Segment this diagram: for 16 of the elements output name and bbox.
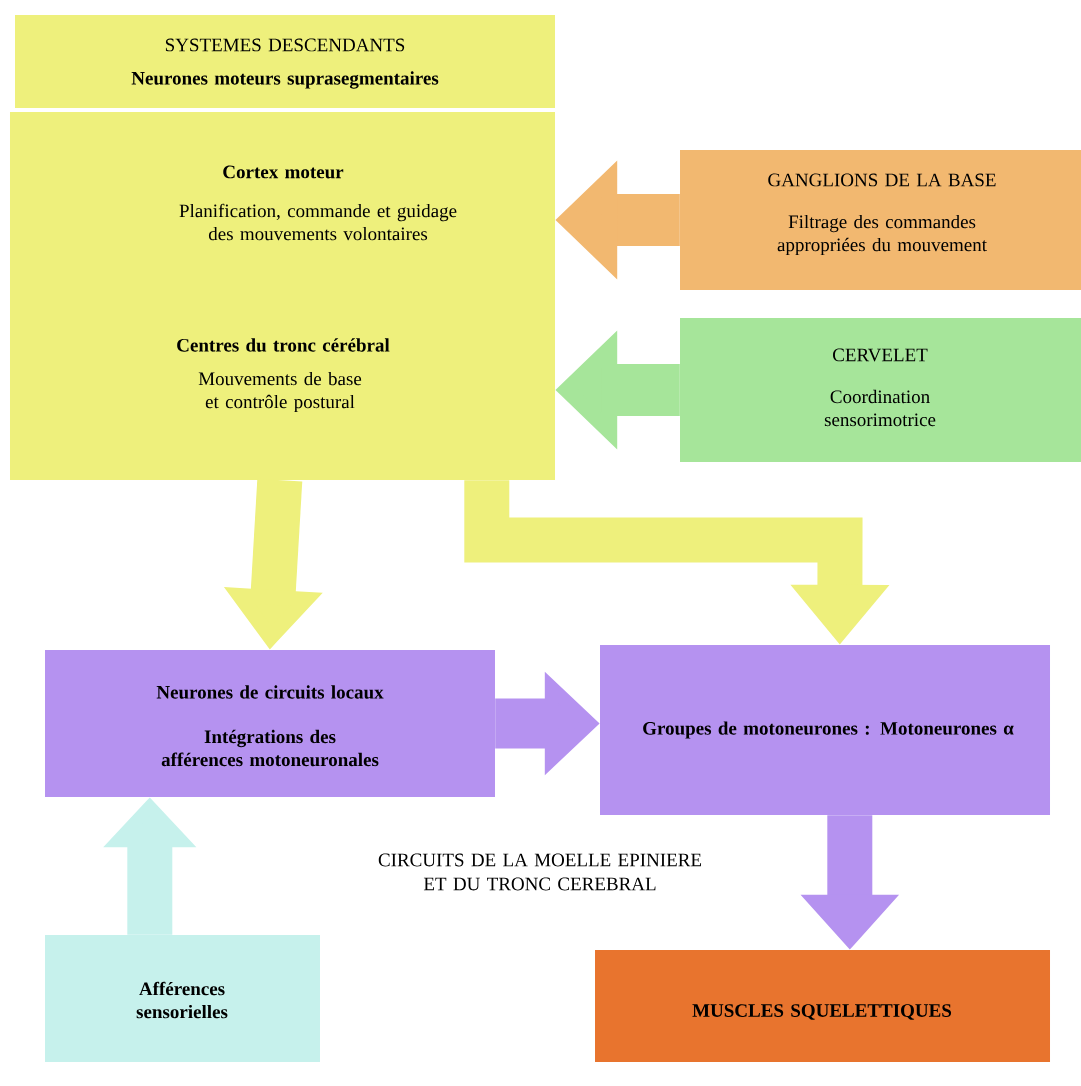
- box-text: Groupes de motoneurones : Motoneurones α: [643, 721, 1014, 739]
- box-text: Afférences sensorielles: [136, 981, 228, 1019]
- box-text: Mouvements de base et contrôle postural: [198, 371, 362, 413]
- box-text: Neurones de circuits locaux: [156, 685, 384, 699]
- box-text: Planification, commande et guidage des mouvements volontaires: [179, 203, 457, 241]
- box-text: Coordination sensorimotrice: [824, 389, 936, 427]
- box-text: Neurones moteurs suprasegmentaires: [131, 71, 439, 89]
- region-label: CIRCUITS DE LA MOELLE EPINIERE ET DU TRONC CEREBRAL: [378, 853, 702, 891]
- box-text: Filtrage des commandes appropriées du mouvement: [777, 214, 987, 256]
- box-text: CERVELET: [833, 348, 928, 362]
- box-text: Cortex moteur: [223, 165, 344, 179]
- box-text: SYSTEMES DESCENDANTS: [165, 38, 405, 52]
- box-text: GANGLIONS DE LA BASE: [768, 173, 996, 187]
- box-text: Centres du tronc cérébral: [177, 338, 390, 352]
- box-text: MUSCLES SQUELETTIQUES: [692, 1004, 952, 1020]
- box-text: Intégrations des afférences motoneuronales: [161, 729, 379, 767]
